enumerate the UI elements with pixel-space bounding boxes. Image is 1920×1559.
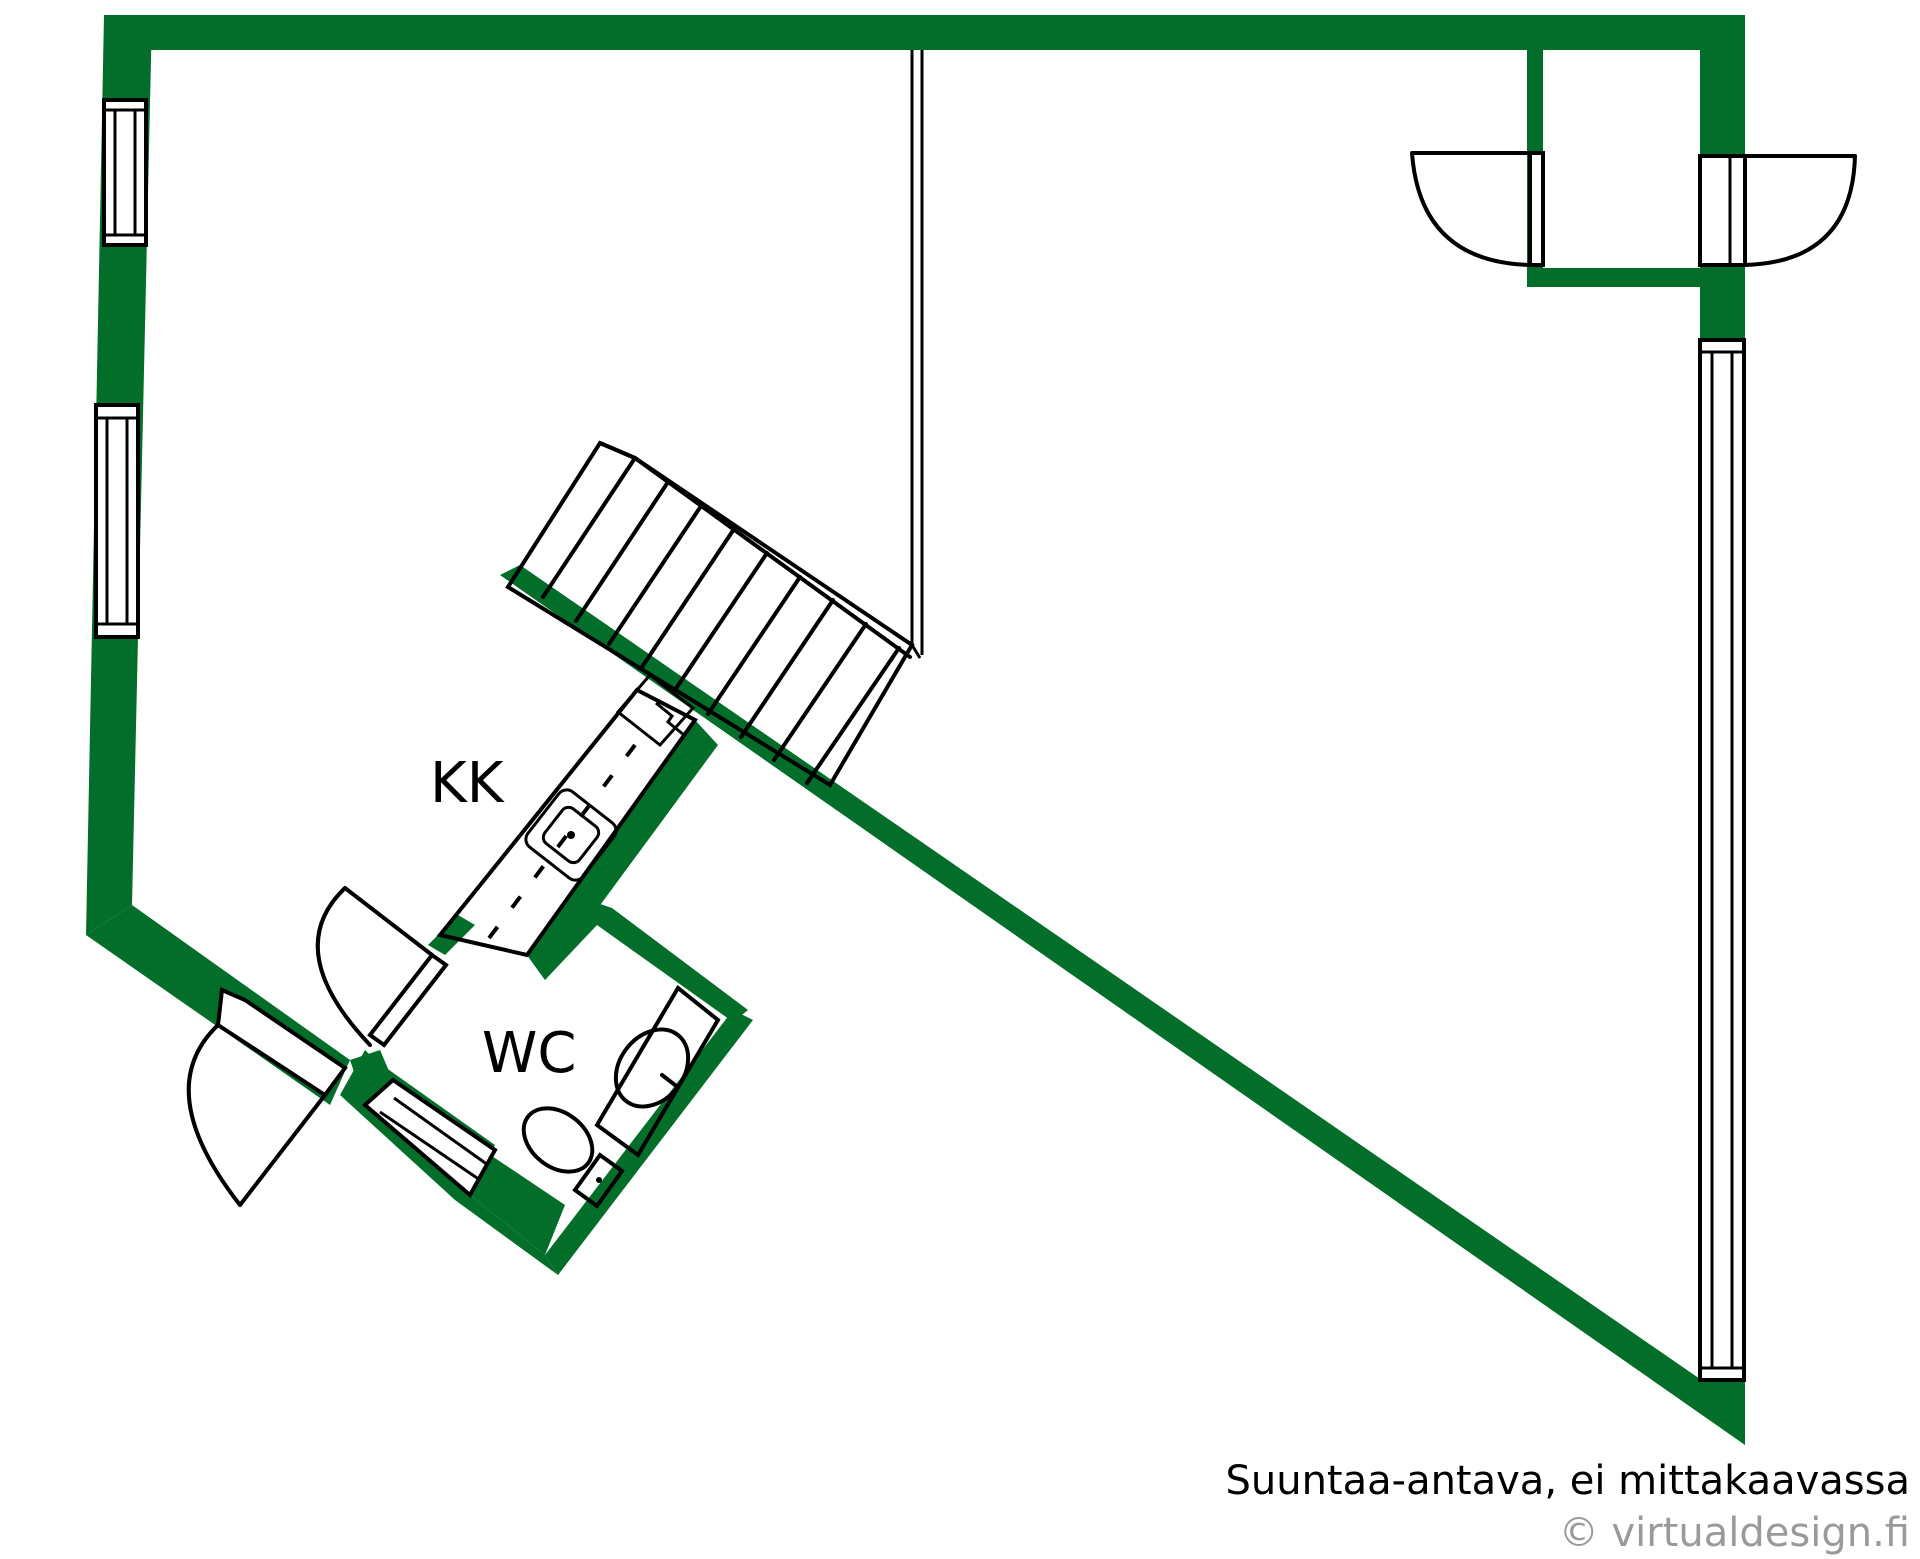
interior-partition — [910, 50, 924, 659]
wall-wc-block — [468, 1140, 565, 1255]
exterior-walls — [86, 15, 1745, 1445]
wc-door-swing — [315, 886, 434, 1047]
wall-wc-top — [527, 903, 748, 1022]
wc-sink — [613, 1027, 691, 1109]
wall-wc-right — [545, 1010, 753, 1275]
wc-sink-counter — [594, 984, 721, 1158]
windows — [94, 98, 1746, 1382]
closet-door-right — [1698, 154, 1747, 267]
wc-fixtures — [521, 984, 721, 1209]
kitchen — [436, 672, 698, 958]
kitchen-sink — [524, 788, 618, 882]
stair-tread — [772, 622, 868, 762]
window-left-upper — [102, 98, 148, 247]
stair-tread — [607, 504, 703, 646]
stove — [615, 672, 696, 748]
stairs — [505, 440, 915, 788]
closet-door-swing-left — [1410, 151, 1532, 267]
kitchen-sink-basin — [541, 805, 601, 865]
wall-closet — [1527, 50, 1700, 287]
doors — [186, 151, 1857, 1207]
wc-window — [361, 1077, 498, 1199]
entrance-door — [215, 987, 348, 1098]
wall-diagonal — [500, 565, 1745, 1445]
kitchen-counter — [436, 687, 698, 958]
stove-icon — [655, 701, 685, 737]
wall-wc-left — [428, 915, 475, 955]
stair-tread — [706, 575, 802, 716]
closet-door-left — [1528, 151, 1545, 267]
window-right — [1698, 338, 1746, 1382]
stair-tread — [739, 598, 835, 739]
stair-tread — [673, 551, 769, 692]
entrance-door-swing — [186, 1023, 327, 1207]
wc-door — [367, 952, 449, 1048]
closet-door-swing-right — [1743, 154, 1857, 267]
kitchen-sink-drain — [567, 831, 575, 839]
wall-kk-back — [527, 720, 718, 980]
toilet-flush — [596, 1177, 602, 1183]
wc-sink-tap — [660, 1073, 677, 1087]
stair-tread — [574, 480, 670, 623]
wall-top — [104, 15, 1745, 50]
window-left-lower — [94, 403, 140, 639]
stairs-outline — [505, 440, 915, 788]
kitchen-dash-line — [478, 743, 637, 952]
toilet-tank — [572, 1152, 625, 1209]
stair-tread — [805, 646, 901, 785]
stair-tread — [640, 527, 736, 669]
stair-tread — [541, 456, 637, 599]
caption: Suuntaa-antava, ei mittakaavassa © virtu… — [1225, 1455, 1910, 1559]
toilet-bowl — [521, 1106, 595, 1174]
room-label-kk: KK — [430, 751, 505, 816]
copyright-notice: © virtualdesign.fi — [1558, 1510, 1910, 1556]
room-label-wc: WC — [482, 1021, 576, 1086]
disclaimer-note: Suuntaa-antava, ei mittakaavassa — [1225, 1458, 1910, 1504]
